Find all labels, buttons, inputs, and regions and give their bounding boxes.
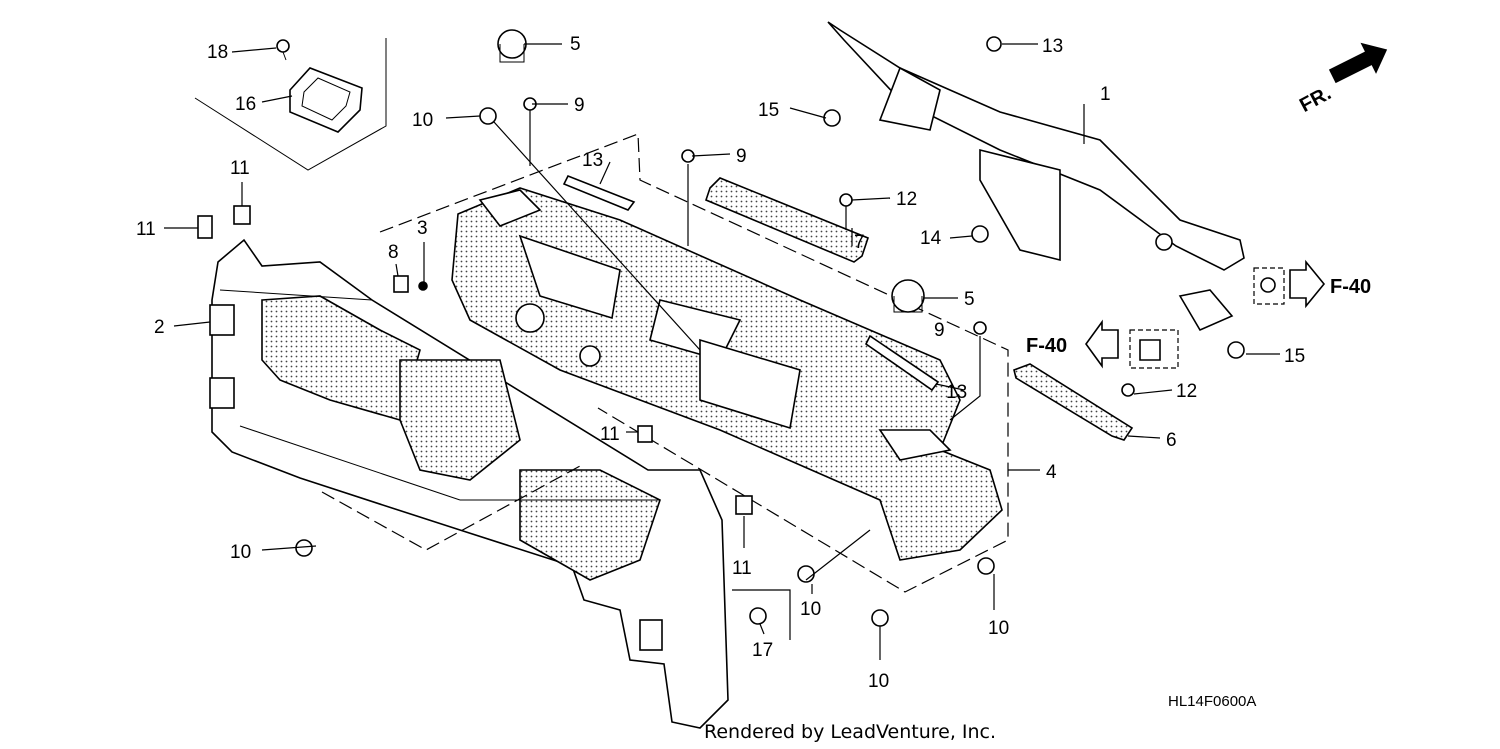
callout-12a: 12 bbox=[896, 189, 917, 210]
ref-f40-left: F-40 bbox=[1026, 335, 1067, 357]
callout-10d: 10 bbox=[868, 671, 889, 692]
callout-3: 3 bbox=[417, 218, 428, 239]
f40-box-right bbox=[1253, 259, 1326, 309]
callout-10b: 10 bbox=[230, 542, 251, 563]
callout-9b: 9 bbox=[736, 146, 747, 167]
callout-17: 17 bbox=[752, 640, 773, 661]
fasteners bbox=[197, 29, 1245, 627]
part-6-vent-strip bbox=[1013, 363, 1134, 441]
callout-13b: 13 bbox=[946, 382, 967, 403]
callout-7: 7 bbox=[854, 232, 865, 253]
part-13-pad-b bbox=[864, 334, 940, 392]
callout-2: 2 bbox=[154, 317, 165, 338]
callout-11a: 11 bbox=[230, 158, 250, 179]
callout-11c: 11 bbox=[600, 424, 620, 445]
callout-11b: 11 bbox=[136, 219, 156, 240]
part-7-vent-strip bbox=[705, 177, 869, 263]
callout-5b: 5 bbox=[964, 289, 975, 310]
callout-10a: 10 bbox=[412, 110, 433, 131]
diagram-code: HL14F0600A bbox=[1168, 693, 1256, 710]
part-1-frame-beam bbox=[827, 21, 1245, 332]
callout-4: 4 bbox=[1046, 462, 1057, 483]
callout-10c: 10 bbox=[800, 599, 821, 620]
front-arrow bbox=[1328, 42, 1388, 84]
callout-12b: 12 bbox=[1176, 381, 1197, 402]
part-13-pad-a bbox=[562, 174, 636, 211]
callout-8: 8 bbox=[388, 242, 399, 263]
part-16-bracket bbox=[289, 67, 363, 133]
credit-line: Rendered by LeadVenture, Inc. bbox=[704, 721, 996, 743]
callout-9c: 9 bbox=[934, 320, 945, 341]
callout-5a: 5 bbox=[570, 34, 581, 55]
callout-11d: 11 bbox=[732, 558, 752, 579]
part-18-clip bbox=[276, 39, 290, 61]
callout-13a: 13 bbox=[582, 150, 603, 171]
callout-9a: 9 bbox=[574, 95, 585, 116]
callout-1: 1 bbox=[1100, 84, 1111, 105]
part-2-lower-panel bbox=[209, 238, 729, 729]
leader-lines bbox=[164, 43, 1280, 660]
callout-16: 16 bbox=[235, 94, 256, 115]
inset-frame bbox=[194, 38, 387, 171]
f40-box-left bbox=[1085, 319, 1179, 369]
callout-18: 18 bbox=[207, 42, 228, 63]
front-arrow-label: FR. bbox=[1296, 82, 1335, 117]
callout-6: 6 bbox=[1166, 430, 1177, 451]
ref-f40-right: F-40 bbox=[1330, 276, 1371, 298]
callout-14a: 13 bbox=[1042, 36, 1063, 57]
callout-14b: 14 bbox=[920, 228, 942, 249]
callout-15b: 15 bbox=[1284, 346, 1305, 367]
callout-15a: 15 bbox=[758, 100, 779, 121]
callout-10e: 10 bbox=[988, 618, 1009, 639]
part-4-instrument-panel bbox=[379, 133, 1009, 593]
